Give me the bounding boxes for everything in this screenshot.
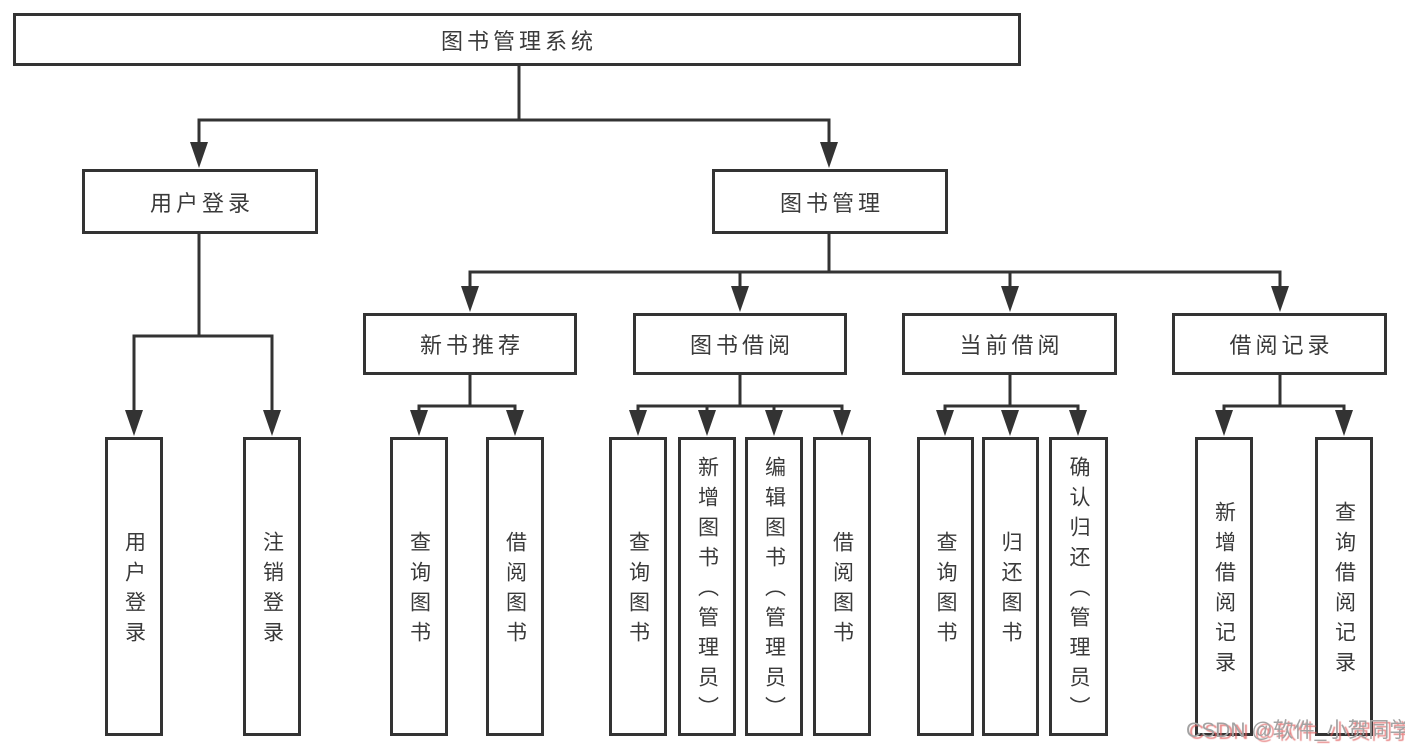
leaf-label: 查询图书 xyxy=(407,531,431,651)
node-label: 图书借阅 xyxy=(689,333,794,358)
node-book-borrow: 图书借阅 xyxy=(633,313,847,375)
leaf-borrow-edit-books-admin: 编辑图书（管理员） xyxy=(745,437,803,736)
node-book-management: 图书管理 xyxy=(712,169,948,234)
leaf-label: 查询图书 xyxy=(626,531,650,651)
leaf-label: 归还图书 xyxy=(999,531,1022,651)
connector-records-split xyxy=(1222,372,1346,416)
leaf-label: 编辑图书（管理员） xyxy=(762,456,786,726)
connector-borrow-split xyxy=(636,372,844,416)
leaf-newrec-borrow-books: 借阅图书 xyxy=(486,437,544,736)
connector-userlogin-split xyxy=(132,231,274,414)
connector-newrec-split xyxy=(417,372,517,416)
leaf-borrow-query-books: 查询图书 xyxy=(609,437,667,736)
node-current-borrow: 当前借阅 xyxy=(902,313,1117,375)
node-new-book-recommend: 新书推荐 xyxy=(363,313,577,375)
leaf-logout: 注销登录 xyxy=(243,437,301,736)
node-root: 图书管理系统 xyxy=(13,13,1021,66)
node-user-login: 用户登录 xyxy=(82,169,318,234)
node-label: 当前借阅 xyxy=(959,333,1064,358)
leaf-current-confirm-return-admin: 确认归还（管理员） xyxy=(1049,437,1108,736)
leaf-label: 借阅图书 xyxy=(830,531,854,651)
leaf-current-query-books: 查询图书 xyxy=(917,437,974,736)
node-borrow-records: 借阅记录 xyxy=(1172,313,1387,375)
leaf-current-return-books: 归还图书 xyxy=(982,437,1039,736)
leaf-label: 用户登录 xyxy=(122,531,146,651)
node-label: 图书管理系统 xyxy=(440,28,597,54)
leaf-label: 注销登录 xyxy=(260,531,284,651)
connector-root-split xyxy=(197,62,831,148)
leaf-label: 确认归还（管理员） xyxy=(1067,456,1090,726)
csdn-watermark: CSDN @软件_小贺同学 xyxy=(1186,719,1405,742)
leaf-label: 新增借阅记录 xyxy=(1212,501,1236,681)
leaf-records-query-record: 查询借阅记录 xyxy=(1315,437,1373,736)
leaf-label: 查询图书 xyxy=(934,531,957,651)
node-label: 借阅记录 xyxy=(1229,333,1334,358)
leaf-records-add-record: 新增借阅记录 xyxy=(1195,437,1253,736)
leaf-borrow-borrow-books: 借阅图书 xyxy=(813,437,871,736)
leaf-user-login: 用户登录 xyxy=(105,437,163,736)
arrowheads xyxy=(125,142,1353,436)
node-label: 新书推荐 xyxy=(419,333,524,358)
leaf-label: 借阅图书 xyxy=(503,531,527,651)
connector-current-split xyxy=(943,372,1080,416)
leaf-label: 查询借阅记录 xyxy=(1332,501,1356,681)
leaf-label: 新增图书（管理员） xyxy=(695,456,719,726)
connector-bookmgmt-split xyxy=(468,231,1282,292)
node-label: 图书管理 xyxy=(779,190,884,216)
node-label: 用户登录 xyxy=(149,190,254,216)
leaf-borrow-add-books-admin: 新增图书（管理员） xyxy=(678,437,736,736)
leaf-newrec-query-books: 查询图书 xyxy=(390,437,448,736)
